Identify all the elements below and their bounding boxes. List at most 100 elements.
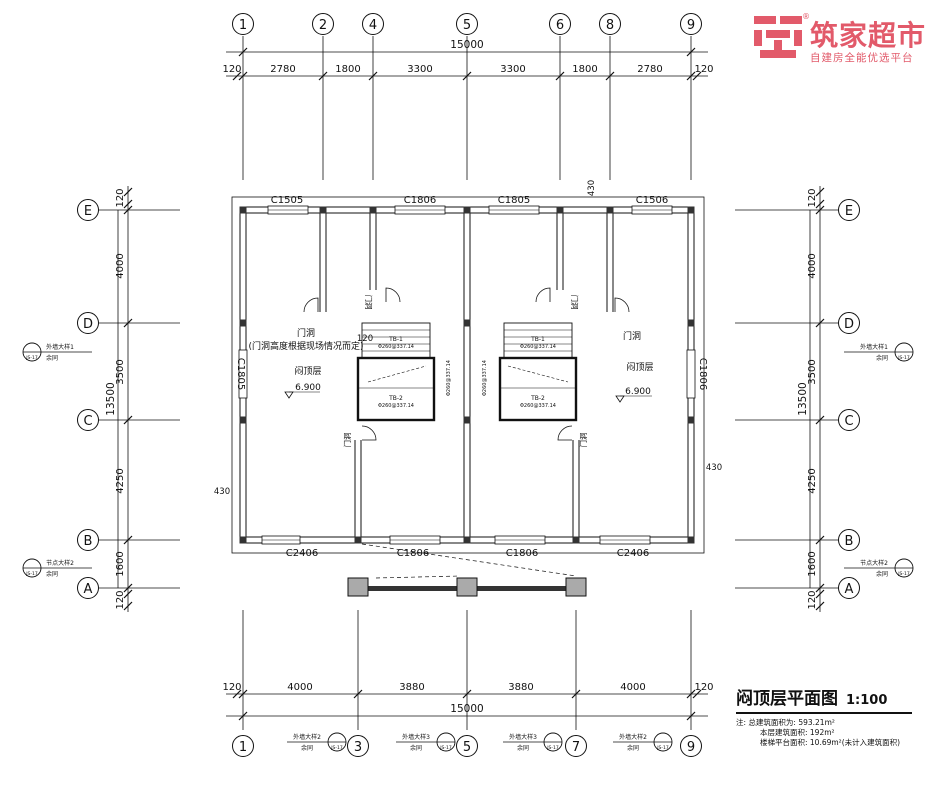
elevation-marker-left xyxy=(284,391,294,399)
dim-top-tick-7 xyxy=(686,71,696,81)
dim-top-tick-8 xyxy=(692,71,702,81)
window-label-5: C1806 xyxy=(697,358,708,390)
dim-left-seg-3: 4250 xyxy=(115,468,126,493)
detail-left-node2-ref: JS-17 xyxy=(25,571,38,577)
axis-top-2-label: 2 xyxy=(319,18,327,33)
note-total-area: 注: 总建筑面积为: 593.21m² xyxy=(736,718,835,727)
detail-right-node2-ref: JS-17 xyxy=(897,571,910,577)
pier-0 xyxy=(347,577,369,597)
elevation-marker-right xyxy=(615,395,625,403)
dim-right-seg-4: 1600 xyxy=(807,551,818,576)
detail-right-wall1-title: 外墙大样1 xyxy=(860,343,888,351)
axis-top-8-label: 8 xyxy=(606,18,614,33)
dim-misc-top: 430 xyxy=(587,180,597,196)
area-notes: 注: 总建筑面积为: 593.21m² 本层建筑面积: 192m² 楼梯平台面积… xyxy=(736,718,932,748)
stair-right-landing xyxy=(498,356,578,422)
detail-left-node2-title: 节点大样2 xyxy=(46,559,74,567)
stair-right-slope xyxy=(507,365,569,383)
stair-tb1-right: TB-1 xyxy=(530,336,545,343)
walls xyxy=(231,196,705,597)
detail-left-wall1-ref: JS-17 xyxy=(25,355,38,361)
column-3 xyxy=(463,206,471,214)
dim-top-total-tick-1 xyxy=(686,47,696,57)
detail-bottom-wall2-a-ref: JS-17 xyxy=(330,745,343,751)
brand-tagline: 自建房全能优选平台 xyxy=(810,52,914,64)
detail-left-wall1-sub: 余同 xyxy=(46,354,58,362)
axis-bottom-7-label: 7 xyxy=(572,740,580,755)
dim-left-tick-1 xyxy=(123,199,133,209)
axis-left-A-circle xyxy=(77,577,99,599)
axis-bottom-9-circle xyxy=(680,735,702,757)
room-label-right: 闷顶层 xyxy=(626,361,653,373)
door-arc-stair-left xyxy=(385,287,401,303)
axis-left-E-circle xyxy=(77,199,99,221)
detail-bottom-wall3-a-ref: JS-17 xyxy=(439,745,452,751)
dim-misc-stair: 120 xyxy=(357,334,373,344)
dim-top-tick-0 xyxy=(232,71,242,81)
door-label-stair-right: 门洞 xyxy=(570,295,579,310)
dim-left-seg-5: 120 xyxy=(115,590,126,609)
axis-top-2-circle xyxy=(312,13,334,35)
door-arc-stair-right xyxy=(535,287,551,303)
dim-left-tick-5 xyxy=(123,535,133,545)
axis-bottom-5-circle xyxy=(456,735,478,757)
window-label-8: C1806 xyxy=(506,548,538,559)
axis-top-6-circle xyxy=(549,13,571,35)
dim-right-tick-6 xyxy=(815,583,825,593)
note-floor-area: 本层建筑面积: 192m² xyxy=(760,728,835,737)
dim-bottom-tick-3 xyxy=(462,689,472,699)
dim-left-tick-6 xyxy=(123,583,133,593)
axis-left-B-label: B xyxy=(84,534,93,549)
window-label-3: C1506 xyxy=(636,195,668,206)
dim-right-tick-0 xyxy=(815,187,825,197)
detail-bottom-wall2-a-sub: 余同 xyxy=(301,744,313,752)
door-arc-lower-right xyxy=(557,425,573,441)
elevation-left: 6.900 xyxy=(295,383,321,393)
dim-right-seg-1: 4000 xyxy=(807,253,818,278)
axis-bottom-1-label: 1 xyxy=(239,740,247,755)
door-label-left-title: 门洞 xyxy=(297,327,315,339)
dim-right-seg-2: 3500 xyxy=(807,359,818,384)
dim-top-tick-5 xyxy=(555,71,565,81)
window-label-7: C1806 xyxy=(397,548,429,559)
drawing-title: 闷顶层平面图 xyxy=(736,689,838,709)
column-4 xyxy=(556,206,564,214)
stair-tb2-right: TB-2 xyxy=(530,395,545,402)
dim-bottom-tick-5 xyxy=(686,689,696,699)
dim-bottom-seg-2: 3880 xyxy=(399,682,424,693)
dim-top-total: 15000 xyxy=(450,39,483,51)
stair-left-slope xyxy=(367,365,427,383)
dim-left-total: 13500 xyxy=(105,382,117,415)
roof-edge-slope-1 xyxy=(361,543,577,577)
axis-right-B-circle xyxy=(838,529,860,551)
dim-left-tick-4 xyxy=(123,415,133,425)
column-1 xyxy=(319,206,327,214)
dim-top-tick-1 xyxy=(238,71,248,81)
detail-bottom-wall2-b-ref: JS-17 xyxy=(656,745,669,751)
window-label-0: C1505 xyxy=(271,195,303,206)
axis-left-C-label: C xyxy=(83,414,92,429)
window-label-1: C1806 xyxy=(404,195,436,206)
stair-tb1-note-left: Φ260@337.14 xyxy=(378,344,414,350)
dim-bottom-tick-2 xyxy=(353,689,363,699)
door-label-left-note: (门洞高度根据现场情况而定) xyxy=(248,340,363,352)
dim-bottom-seg-5: 120 xyxy=(694,682,713,693)
dim-bottom-tick-0 xyxy=(232,689,242,699)
axis-right-B-label: B xyxy=(845,534,854,549)
axis-bottom-9-label: 9 xyxy=(687,740,695,755)
detail-right-node2-sub: 余同 xyxy=(876,570,888,578)
dim-top-tick-4 xyxy=(462,71,472,81)
stair-tb2-left: TB-2 xyxy=(388,395,403,402)
dim-bottom-seg-4: 4000 xyxy=(620,682,645,693)
axis-top-6-label: 6 xyxy=(556,18,564,33)
stair-tb1-left: TB-1 xyxy=(388,336,403,343)
axis-right-E-label: E xyxy=(845,204,853,219)
column-9 xyxy=(239,416,247,424)
detail-bottom-wall3-b-title: 外墙大样3 xyxy=(509,733,537,741)
dim-left-tick-8 xyxy=(123,601,133,611)
detail-left-wall1-title: 外墙大样1 xyxy=(46,343,74,351)
dim-top-seg-0: 120 xyxy=(222,64,241,75)
